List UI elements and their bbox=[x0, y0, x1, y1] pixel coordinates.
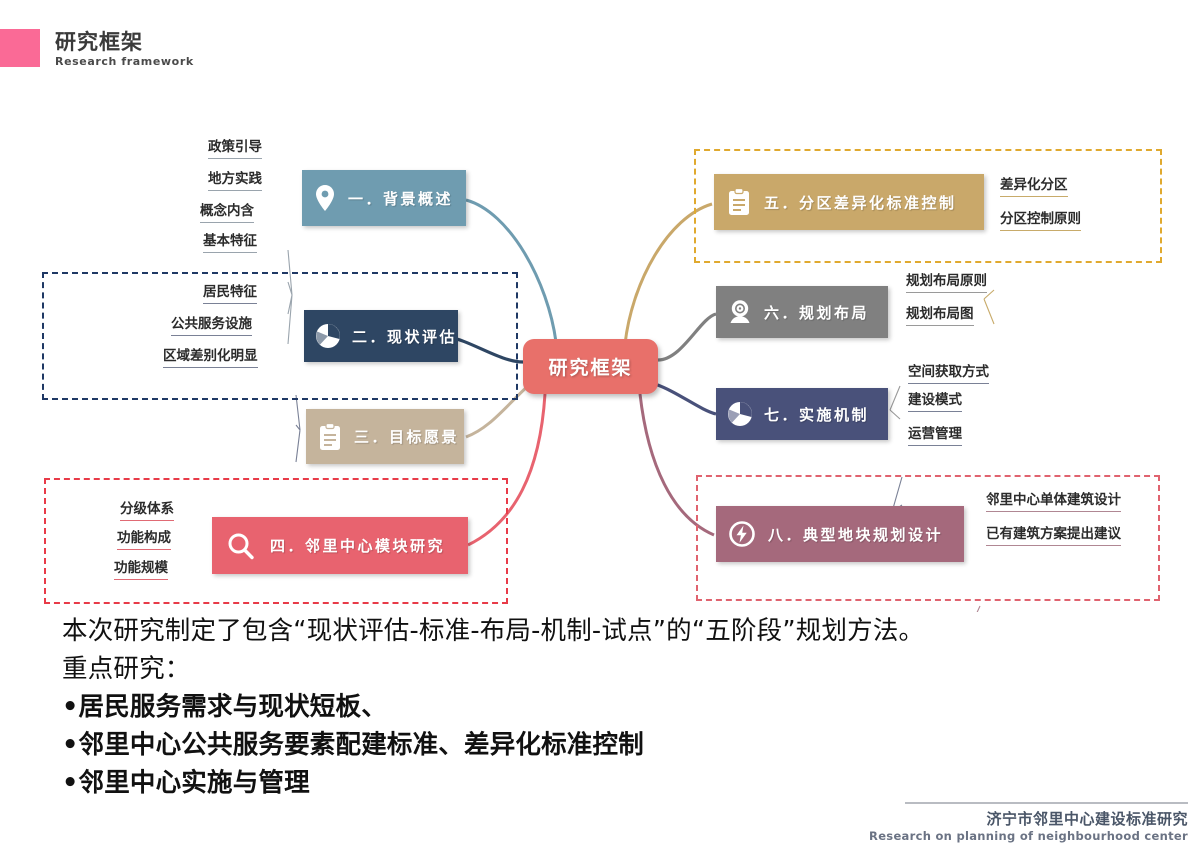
clipboard-icon bbox=[714, 188, 764, 216]
branch-node-goal-vision[interactable]: 三．目标愿景 bbox=[306, 409, 464, 464]
region-box-zoning-control bbox=[694, 149, 1162, 263]
sub-item[interactable]: 基本特征 bbox=[203, 233, 257, 253]
mindmap-center-node[interactable]: 研究框架 bbox=[523, 339, 658, 394]
sub-item[interactable]: 概念内含 bbox=[200, 203, 254, 223]
branch-node-current-assessment[interactable]: 二．现状评估 bbox=[304, 310, 458, 362]
page-title-en: Research framework bbox=[55, 55, 194, 68]
footer-divider bbox=[905, 802, 1188, 804]
header-accent-block bbox=[0, 29, 40, 67]
branch-label: 一．背景概述 bbox=[348, 189, 454, 208]
sub-item[interactable]: 运营管理 bbox=[908, 426, 962, 446]
sub-item[interactable]: 空间获取方式 bbox=[908, 364, 989, 384]
slide-header: 研究框架 Research framework bbox=[0, 0, 1200, 92]
camera-icon bbox=[716, 298, 764, 326]
branch-label: 三．目标愿景 bbox=[354, 428, 460, 446]
branch-label: 七．实施机制 bbox=[764, 405, 870, 424]
sub-item[interactable]: 功能规模 bbox=[114, 560, 168, 580]
region-box-module-research bbox=[44, 478, 508, 604]
summary-text-block: 本次研究制定了包含“现状评估-标准-布局-机制-试点”的“五阶段”规划方法。 重… bbox=[62, 612, 1172, 802]
summary-paragraph-line-2: 重点研究： bbox=[62, 654, 191, 684]
pie-chart-icon bbox=[304, 322, 352, 350]
summary-bullet: •居民服务需求与现状短板、 bbox=[62, 692, 387, 722]
slide-footer: 济宁市邻里中心建设标准研究 Research on planning of ne… bbox=[0, 799, 1200, 849]
sub-item[interactable]: 功能构成 bbox=[117, 530, 171, 550]
footer-title-cn: 济宁市邻里中心建设标准研究 bbox=[986, 810, 1188, 828]
branch-node-planning-layout[interactable]: 六．规划布局 bbox=[716, 286, 888, 338]
mindmap-diagram: 研究框架 一．背景概述 政策引导 地方实践 概念内含 基本特征 二．现状评估 居… bbox=[0, 92, 1200, 612]
clipboard-icon bbox=[306, 422, 354, 451]
sub-item[interactable]: 政策引导 bbox=[208, 139, 262, 159]
sub-item[interactable]: 差异化分区 bbox=[1000, 177, 1068, 197]
summary-bullet: •邻里中心实施与管理 bbox=[62, 768, 310, 798]
branch-node-typical-plot-design[interactable]: 八．典型地块规划设计 bbox=[716, 506, 964, 562]
summary-paragraph-line-1: 本次研究制定了包含“现状评估-标准-布局-机制-试点”的“五阶段”规划方法。 bbox=[62, 616, 925, 646]
sub-item[interactable]: 分区控制原则 bbox=[1000, 211, 1081, 231]
mindmap-center-label: 研究框架 bbox=[548, 357, 633, 379]
sub-item[interactable]: 地方实践 bbox=[208, 171, 262, 191]
sub-item[interactable]: 居民特征 bbox=[203, 284, 257, 304]
sub-item[interactable]: 建设模式 bbox=[908, 392, 962, 412]
region-box-current-assessment bbox=[42, 272, 518, 400]
sub-item[interactable]: 分级体系 bbox=[120, 501, 174, 521]
lightning-bolt-icon bbox=[716, 520, 768, 548]
branch-label: 五．分区差异化标准控制 bbox=[764, 193, 957, 212]
page-title-cn: 研究框架 bbox=[55, 30, 143, 54]
region-box-typical-plot-design bbox=[696, 475, 1160, 601]
pie-chart-icon bbox=[716, 400, 764, 428]
branch-label: 六．规划布局 bbox=[764, 303, 870, 322]
branch-node-zoning-control[interactable]: 五．分区差异化标准控制 bbox=[714, 174, 984, 230]
branch-node-implementation-mechanism[interactable]: 七．实施机制 bbox=[716, 388, 888, 440]
branch-label: 二．现状评估 bbox=[352, 327, 458, 346]
location-pin-icon bbox=[302, 184, 348, 212]
footer-title-en: Research on planning of neighbourhood ce… bbox=[869, 829, 1188, 843]
sub-item[interactable]: 公共服务设施 bbox=[171, 316, 252, 336]
sub-item[interactable]: 区域差别化明显 bbox=[163, 348, 258, 368]
sub-item[interactable]: 规划布局图 bbox=[906, 306, 974, 326]
mindmap-connectors bbox=[204, 198, 995, 612]
sub-item[interactable]: 邻里中心单体建筑设计 bbox=[986, 492, 1121, 512]
branch-node-background-overview[interactable]: 一．背景概述 bbox=[302, 170, 466, 226]
magnifier-icon bbox=[212, 531, 270, 561]
summary-bullet: •邻里中心公共服务要素配建标准、差异化标准控制 bbox=[62, 730, 644, 760]
page-title: 研究框架 Research framework bbox=[55, 30, 194, 69]
branch-label: 八．典型地块规划设计 bbox=[768, 525, 944, 544]
branch-node-module-research[interactable]: 四．邻里中心模块研究 bbox=[212, 517, 468, 574]
branch-label: 四．邻里中心模块研究 bbox=[270, 537, 446, 555]
sub-item[interactable]: 规划布局原则 bbox=[906, 273, 987, 293]
sub-item[interactable]: 已有建筑方案提出建议 bbox=[986, 526, 1121, 546]
